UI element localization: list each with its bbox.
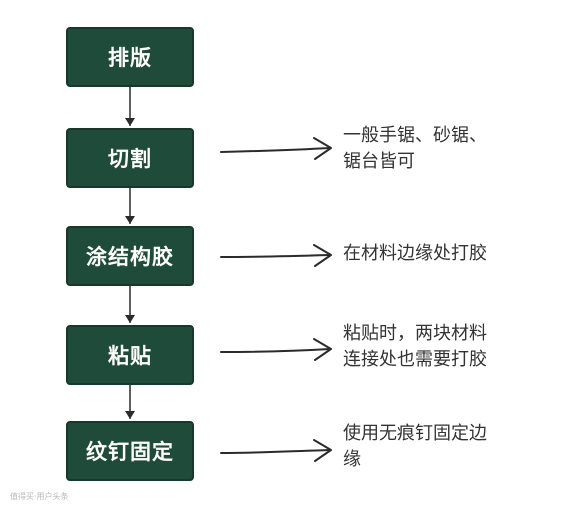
watermark: 值得买·用户头条 <box>10 492 69 501</box>
note-nail-line-1: 使用无痕钉固定边 <box>343 423 487 444</box>
step-nail-fixing: 纹钉固定 <box>66 421 194 481</box>
note-arrow-cut <box>220 137 332 160</box>
step-layout: 排版 <box>66 27 194 87</box>
note-arrow-paste <box>220 338 332 361</box>
step-cutting: 切割 <box>66 128 194 188</box>
note-glue: 在材料边缘处打胶 <box>343 241 543 267</box>
step-pasting: 粘贴 <box>66 325 194 385</box>
note-pasting: 粘贴时，两块材料 连接处也需要打胶 <box>343 321 543 373</box>
note-arrow-glue <box>220 244 332 267</box>
note-pasting-line-2: 连接处也需要打胶 <box>343 349 487 370</box>
step-structural-glue: 涂结构胶 <box>66 226 194 286</box>
note-glue-line-1: 在材料边缘处打胶 <box>343 243 487 264</box>
note-nail-line-2: 缘 <box>343 449 361 470</box>
note-nail: 使用无痕钉固定边 缘 <box>343 421 543 473</box>
note-arrow-nail <box>220 439 332 462</box>
note-cutting: 一般手锯、砂锯、 锯台皆可 <box>343 123 543 175</box>
note-cutting-line-1: 一般手锯、砂锯、 <box>343 125 487 146</box>
note-pasting-line-1: 粘贴时，两块材料 <box>343 323 487 344</box>
note-cutting-line-2: 锯台皆可 <box>343 151 415 172</box>
